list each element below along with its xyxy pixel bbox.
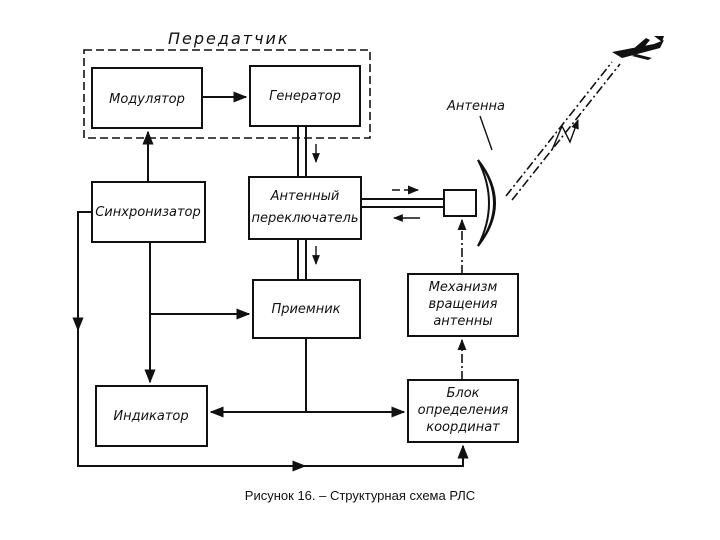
transmitter-group-title: Передатчик — [168, 29, 290, 48]
generator-label: Генератор — [269, 89, 341, 104]
indicator-block — [95, 385, 208, 447]
antenna-rotation-label-line3: антенны — [433, 314, 492, 329]
generator-block — [249, 65, 361, 127]
antenna-feed-box — [443, 189, 477, 217]
indicator-label: Индикатор — [113, 409, 188, 424]
antenna-switch-block — [248, 176, 362, 240]
antenna-label: Антенна — [446, 99, 505, 114]
coordinate-label-line3: координат — [426, 420, 500, 435]
transmitter-group-frame — [83, 49, 371, 139]
synchronizer-label: Синхронизатор — [95, 205, 201, 220]
figure-caption: Рисунок 16. – Структурная схема РЛС — [245, 488, 475, 503]
coordinate-label-line1: Блок — [446, 386, 479, 401]
coordinate-block — [407, 379, 519, 443]
antenna-switch-label-line2: переключатель — [251, 211, 358, 226]
coordinate-label-line2: определения — [418, 403, 509, 418]
antenna-rotation-block — [407, 273, 519, 337]
antenna-rotation-label-line2: вращения — [429, 297, 498, 312]
antenna-rotation-label-line1: Механизм — [429, 280, 498, 295]
modulator-label: Модулятор — [109, 92, 185, 107]
aircraft-icon — [612, 36, 664, 60]
antenna-switch-label-line1: Антенный — [270, 189, 340, 204]
receiver-label: Приемник — [271, 302, 340, 317]
